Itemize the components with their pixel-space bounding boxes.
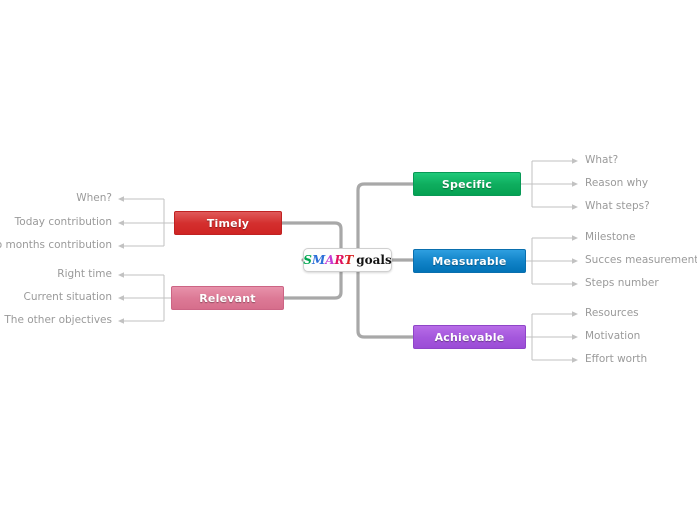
branch-node-achievable[interactable]: Achievable	[413, 325, 526, 349]
smart-letter-s: S	[303, 253, 312, 267]
leaf-relevant-2[interactable]: Current situation	[23, 291, 112, 303]
root-suffix: goals	[356, 253, 392, 267]
leaf-relevant-3[interactable]: The other objectives	[4, 314, 112, 326]
arrowheads-specific	[572, 158, 578, 210]
subtree-achievable	[526, 313, 572, 361]
branch-node-relevant[interactable]: Relevant	[171, 286, 284, 310]
arrowheads-measurable	[572, 235, 578, 287]
smart-letter-t: T	[344, 253, 354, 267]
arrowheads-relevant	[118, 272, 124, 324]
leaf-measurable-2[interactable]: Succes measurement	[585, 254, 697, 266]
arrowheads-achievable	[572, 311, 578, 363]
smart-letter-a: A	[325, 253, 335, 267]
leaf-timely-2[interactable]: Today contribution	[14, 216, 112, 228]
branch-node-measurable[interactable]: Measurable	[413, 249, 526, 273]
branch-node-specific[interactable]: Specific	[413, 172, 521, 196]
leaf-achievable-1[interactable]: Resources	[585, 307, 639, 319]
leaf-specific-2[interactable]: Reason why	[585, 177, 649, 189]
branch-node-timely[interactable]: Timely	[174, 211, 282, 235]
leaf-measurable-3[interactable]: Steps number	[585, 277, 659, 289]
arrowheads-timely	[118, 196, 124, 249]
smart-letter-m: M	[311, 253, 326, 267]
leaf-timely-3[interactable]: Two months contribution	[0, 239, 112, 251]
subtree-relevant	[124, 274, 171, 322]
leaf-timely-1[interactable]: When?	[76, 192, 112, 204]
leaf-specific-3[interactable]: What steps?	[585, 200, 650, 212]
leaf-specific-1[interactable]: What?	[585, 154, 619, 166]
leaf-achievable-2[interactable]: Motivation	[585, 330, 641, 342]
subtree-timely	[124, 198, 174, 247]
leaf-achievable-3[interactable]: Effort worth	[585, 353, 648, 365]
leaf-relevant-1[interactable]: Right time	[57, 268, 112, 280]
subtree-specific	[521, 160, 572, 208]
subtree-measurable	[526, 237, 572, 285]
leaf-measurable-1[interactable]: Milestone	[585, 231, 636, 243]
smart-letter-r: R	[334, 253, 345, 267]
